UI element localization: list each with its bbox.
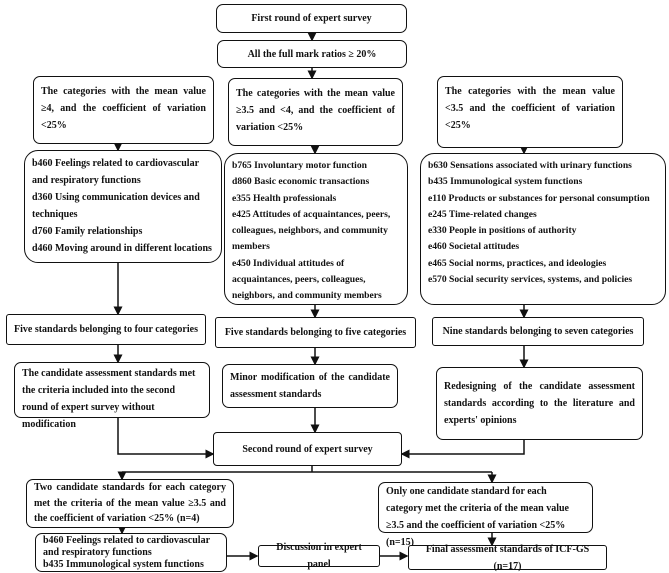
right-count-box: Nine standards belonging to seven catego… <box>432 317 644 346</box>
second-round-box: Second round of expert survey <box>213 432 402 466</box>
list-item: b435 Immunological system functions <box>43 558 204 570</box>
two-candidates-box: Two candidate standards for each categor… <box>26 479 234 528</box>
arrow <box>117 418 215 459</box>
list-item: b630 Sensations associated with urinary … <box>428 160 632 171</box>
list-item: d860 Basic economic transactions <box>232 176 370 188</box>
list-item: d760 Family relationships <box>32 226 143 237</box>
right-action-box: Redesigning of the candidate assessment … <box>436 367 643 440</box>
left-action-box: The candidate assessment standards met t… <box>14 362 210 430</box>
one-candidate-box: Only one candidate standard for each cat… <box>378 482 593 548</box>
list-item: d360 Using communication devices and tec… <box>32 192 200 220</box>
discussion-box: Discussion in expert panel <box>258 542 380 570</box>
two-items-box: b460 Feelings related to cardiovascular … <box>35 533 227 572</box>
middle-action-box: Minor modification of the candidate asse… <box>222 364 398 408</box>
middle-criteria-box: The categories with the mean value ≥3.5 … <box>228 78 403 146</box>
middle-count-box: Five standards belonging to five categor… <box>215 317 416 348</box>
list-item: e425 Attitudes of acquaintances, peers, … <box>232 208 391 253</box>
left-count-box: Five standards belonging to four categor… <box>6 314 206 345</box>
right-items-box: b630 Sensations associated with urinary … <box>420 153 666 305</box>
list-item: e355 Health professionals <box>232 192 337 204</box>
list-item: d460 Moving around in different location… <box>32 243 212 254</box>
list-item: b460 Feelings related to cardiovascular … <box>43 534 210 558</box>
arrow <box>400 440 525 459</box>
right-criteria-box: The categories with the mean value <3.5 … <box>437 76 623 148</box>
list-item: e245 Time-related changes <box>428 208 537 220</box>
list-item: b435 Immunological system functions <box>428 176 583 188</box>
list-item: e460 Societal attitudes <box>428 241 520 253</box>
list-item: e465 Social norms, practices, and ideolo… <box>428 257 607 269</box>
list-item: e450 Individual attitudes of acquaintanc… <box>232 257 382 302</box>
list-item: b460 Feelings related to cardiovascular … <box>32 158 199 186</box>
list-item: e110 Products or substances for personal… <box>428 192 650 204</box>
left-items-box: b460 Feelings related to cardiovascular … <box>24 150 222 263</box>
final-box: Final assessment standards of ICF-GS (n=… <box>408 544 607 572</box>
left-criteria-box: The categories with the mean value ≥4, a… <box>33 76 214 144</box>
middle-items-box: b765 Involuntary motor function d860 Bas… <box>224 153 408 305</box>
list-item: b765 Involuntary motor function <box>232 160 367 171</box>
list-item: e330 People in positions of authority <box>428 225 577 237</box>
full-mark-box: All the full mark ratios ≥ 20% <box>217 40 407 68</box>
first-round-box: First round of expert survey <box>216 4 407 33</box>
list-item: e570 Social security services, systems, … <box>428 274 633 286</box>
